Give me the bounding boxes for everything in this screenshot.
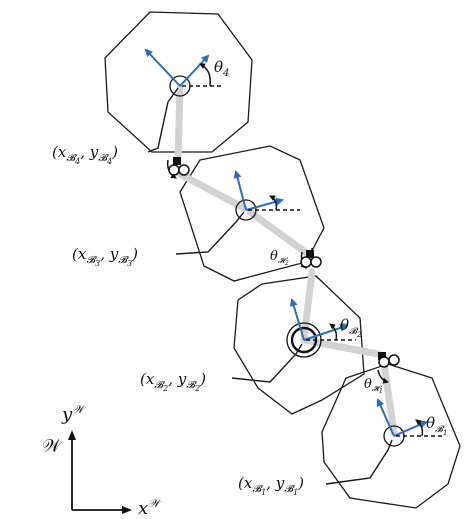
hinge-h2 bbox=[300, 250, 322, 268]
links bbox=[174, 84, 398, 436]
world-y-label: y𝒲 bbox=[61, 403, 86, 425]
theta-b1-arc-icon bbox=[415, 419, 424, 437]
position-labels: (x𝓑4, y𝓑4) (x𝓑3, y𝓑3) (x𝓑2, y𝓑2) (x𝓑1, y… bbox=[52, 143, 304, 497]
link-b3-h2 bbox=[246, 208, 312, 258]
link-b4-h bbox=[174, 84, 184, 164]
theta-4-label: θ4 bbox=[214, 58, 229, 79]
theta-4-arc-icon bbox=[199, 63, 212, 87]
b1-position-label: (x𝓑1, y𝓑1) bbox=[238, 474, 304, 497]
b1-axis-2-icon bbox=[393, 420, 428, 437]
b3-leader bbox=[175, 211, 245, 255]
hinge-h1 bbox=[378, 352, 400, 368]
b2-axis-2-icon bbox=[303, 324, 348, 341]
world-frame: 𝒲 y𝒲 x𝒲 bbox=[42, 403, 162, 519]
b4-axis-1-icon bbox=[144, 48, 181, 87]
angle-labels: θ4 θ𝓑2 θ𝓑1 θ𝓗2 θ𝓗1 bbox=[214, 58, 447, 437]
theta-3-arc-icon bbox=[269, 195, 278, 211]
body-2-outline bbox=[233, 275, 365, 415]
link-h1-b1 bbox=[380, 360, 398, 436]
world-frame-symbol: 𝒲 bbox=[42, 436, 63, 457]
link-h-b3 bbox=[176, 170, 248, 212]
theta-h1-label: θ𝓗1 bbox=[364, 377, 383, 395]
theta-h1-arc-icon bbox=[377, 369, 389, 384]
b2-axis-1-icon bbox=[289, 298, 305, 341]
body-1 bbox=[321, 363, 461, 509]
b3-axis-1-icon bbox=[233, 170, 247, 211]
hinge-b4-b3 bbox=[168, 157, 190, 176]
theta-b2-arc-icon bbox=[329, 323, 338, 341]
b3-position-label: (x𝓑3, y𝓑3) bbox=[72, 245, 138, 268]
body-1-outline bbox=[321, 363, 461, 509]
theta-b1-label: θ𝓑1 bbox=[426, 414, 447, 437]
world-x-label: x𝒲 bbox=[138, 497, 162, 519]
b4-position-label: (x𝓑4, y𝓑4) bbox=[52, 143, 118, 166]
b1-leader bbox=[325, 439, 393, 485]
theta-h2-label: θ𝓗2 bbox=[270, 249, 289, 267]
body-2 bbox=[233, 275, 365, 415]
b4-axis-2-icon bbox=[179, 54, 210, 87]
theta-b2-label: θ𝓑2 bbox=[340, 316, 362, 339]
b4-leader bbox=[147, 87, 179, 153]
b2-position-label: (x𝓑2, y𝓑2) bbox=[140, 370, 206, 393]
leader-lines bbox=[147, 87, 393, 485]
hinges bbox=[168, 157, 400, 368]
b2-leader bbox=[231, 343, 303, 383]
body-4-outline bbox=[104, 11, 253, 153]
b1-axis-1-icon bbox=[376, 398, 395, 437]
body-4 bbox=[104, 11, 253, 153]
